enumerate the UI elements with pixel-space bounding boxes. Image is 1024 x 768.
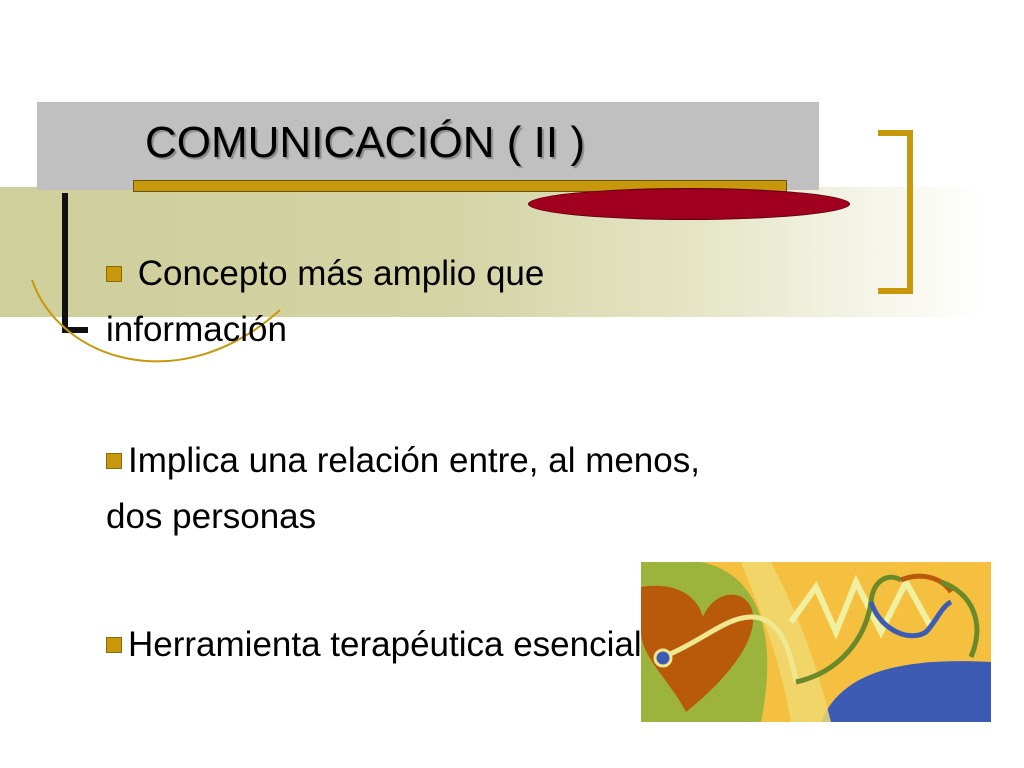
red-oval-decoration [528, 188, 850, 220]
right-bracket-decoration [878, 130, 913, 294]
left-bracket-decoration [62, 193, 88, 333]
square-bullet-icon [106, 265, 122, 282]
bullet-3: Herramienta terapéutica esencial [106, 617, 726, 673]
bullet-2-text: Implica una relación entre, al menos, do… [106, 441, 700, 536]
bullet-3-text: Herramienta terapéutica esencial [128, 625, 642, 664]
square-bullet-icon [106, 452, 122, 469]
square-bullet-icon [106, 636, 122, 653]
gold-arc-decoration [31, 279, 281, 363]
bullet-1: Concepto más amplio que información [106, 246, 726, 358]
bullet-1-text: Concepto más amplio que información [106, 254, 545, 349]
slide-title: COMUNICACIÓN ( II ) [145, 118, 585, 167]
bullet-2: Implica una relación entre, al menos, do… [106, 433, 726, 545]
title-background [37, 102, 819, 190]
heart-stethoscope-icon [641, 562, 991, 722]
